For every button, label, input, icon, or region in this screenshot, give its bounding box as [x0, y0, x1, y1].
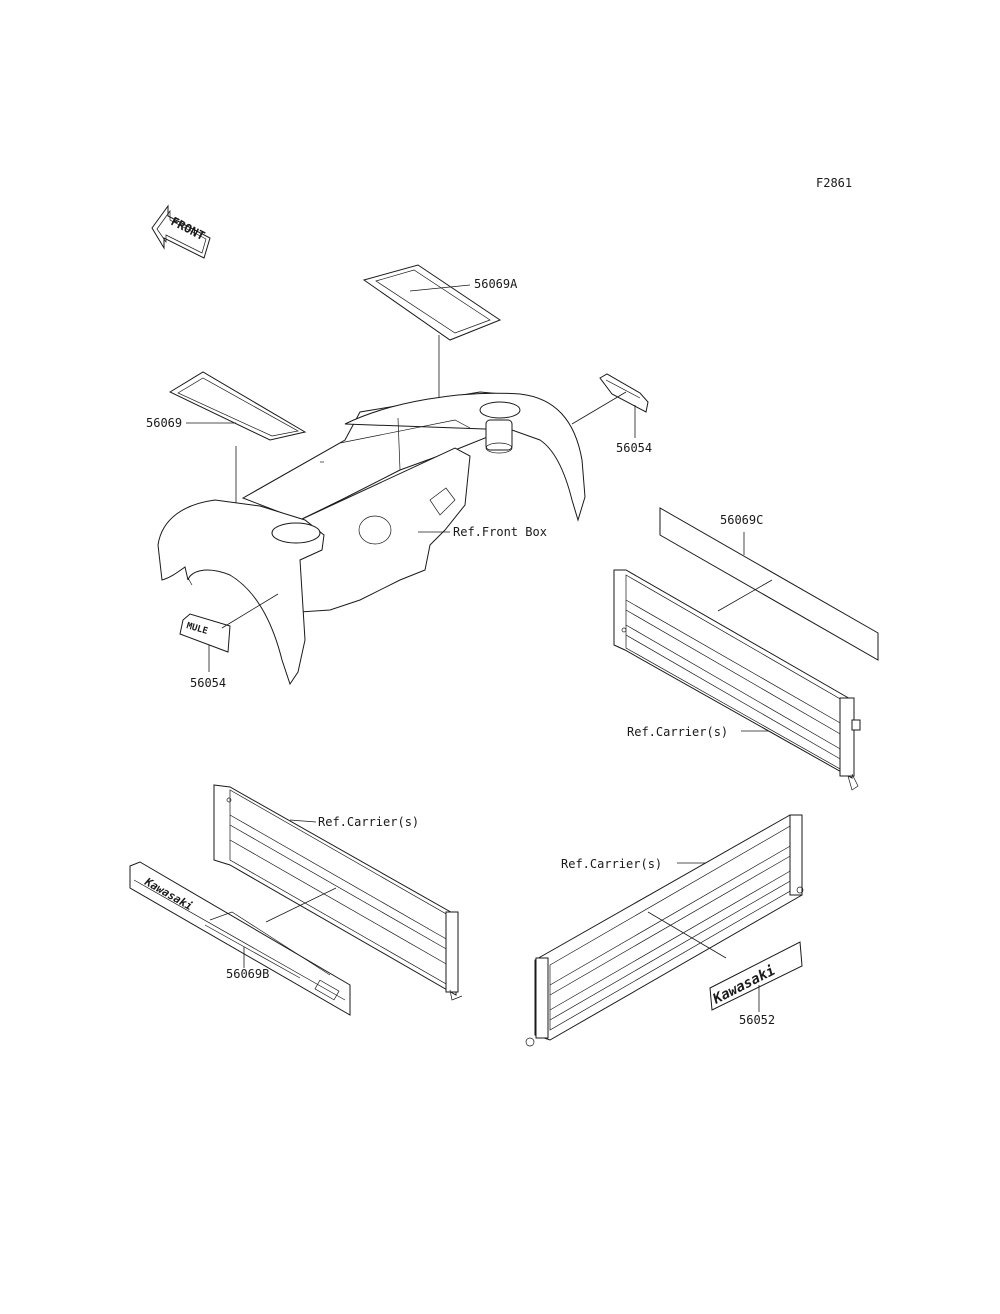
ref-carriers-bottom: Ref.Carrier(s): [561, 857, 662, 871]
decal-56052-kawasaki-badge: Kawasaki: [709, 941, 803, 1011]
callout-56069A: 56069A: [474, 277, 518, 291]
callout-56054-left: 56054: [190, 676, 226, 690]
ref-front-box: Ref.Front Box: [453, 525, 547, 539]
decal-56054-left-mule: MULE: [179, 613, 231, 653]
front-fender-assembly: [157, 391, 586, 686]
carrier-panel-bottom: [525, 814, 804, 1047]
callout-56052: 56052: [739, 1013, 775, 1027]
front-arrow-icon: FRONT: [151, 204, 211, 259]
ref-carriers-right: Ref.Carrier(s): [627, 725, 728, 739]
decal-56069C: [659, 507, 879, 661]
decal-56069A: [362, 264, 502, 341]
decal-56069: [168, 371, 307, 441]
callout-56069B: 56069B: [226, 967, 269, 981]
figure-code: F2861: [816, 176, 852, 190]
ref-carriers-left: Ref.Carrier(s): [318, 815, 419, 829]
carrier-panel-left: [213, 784, 463, 1001]
callout-56069: 56069: [146, 416, 182, 430]
carrier-panel-right: [613, 569, 861, 791]
callout-56054-right: 56054: [616, 441, 652, 455]
callout-56069C: 56069C: [720, 513, 763, 527]
